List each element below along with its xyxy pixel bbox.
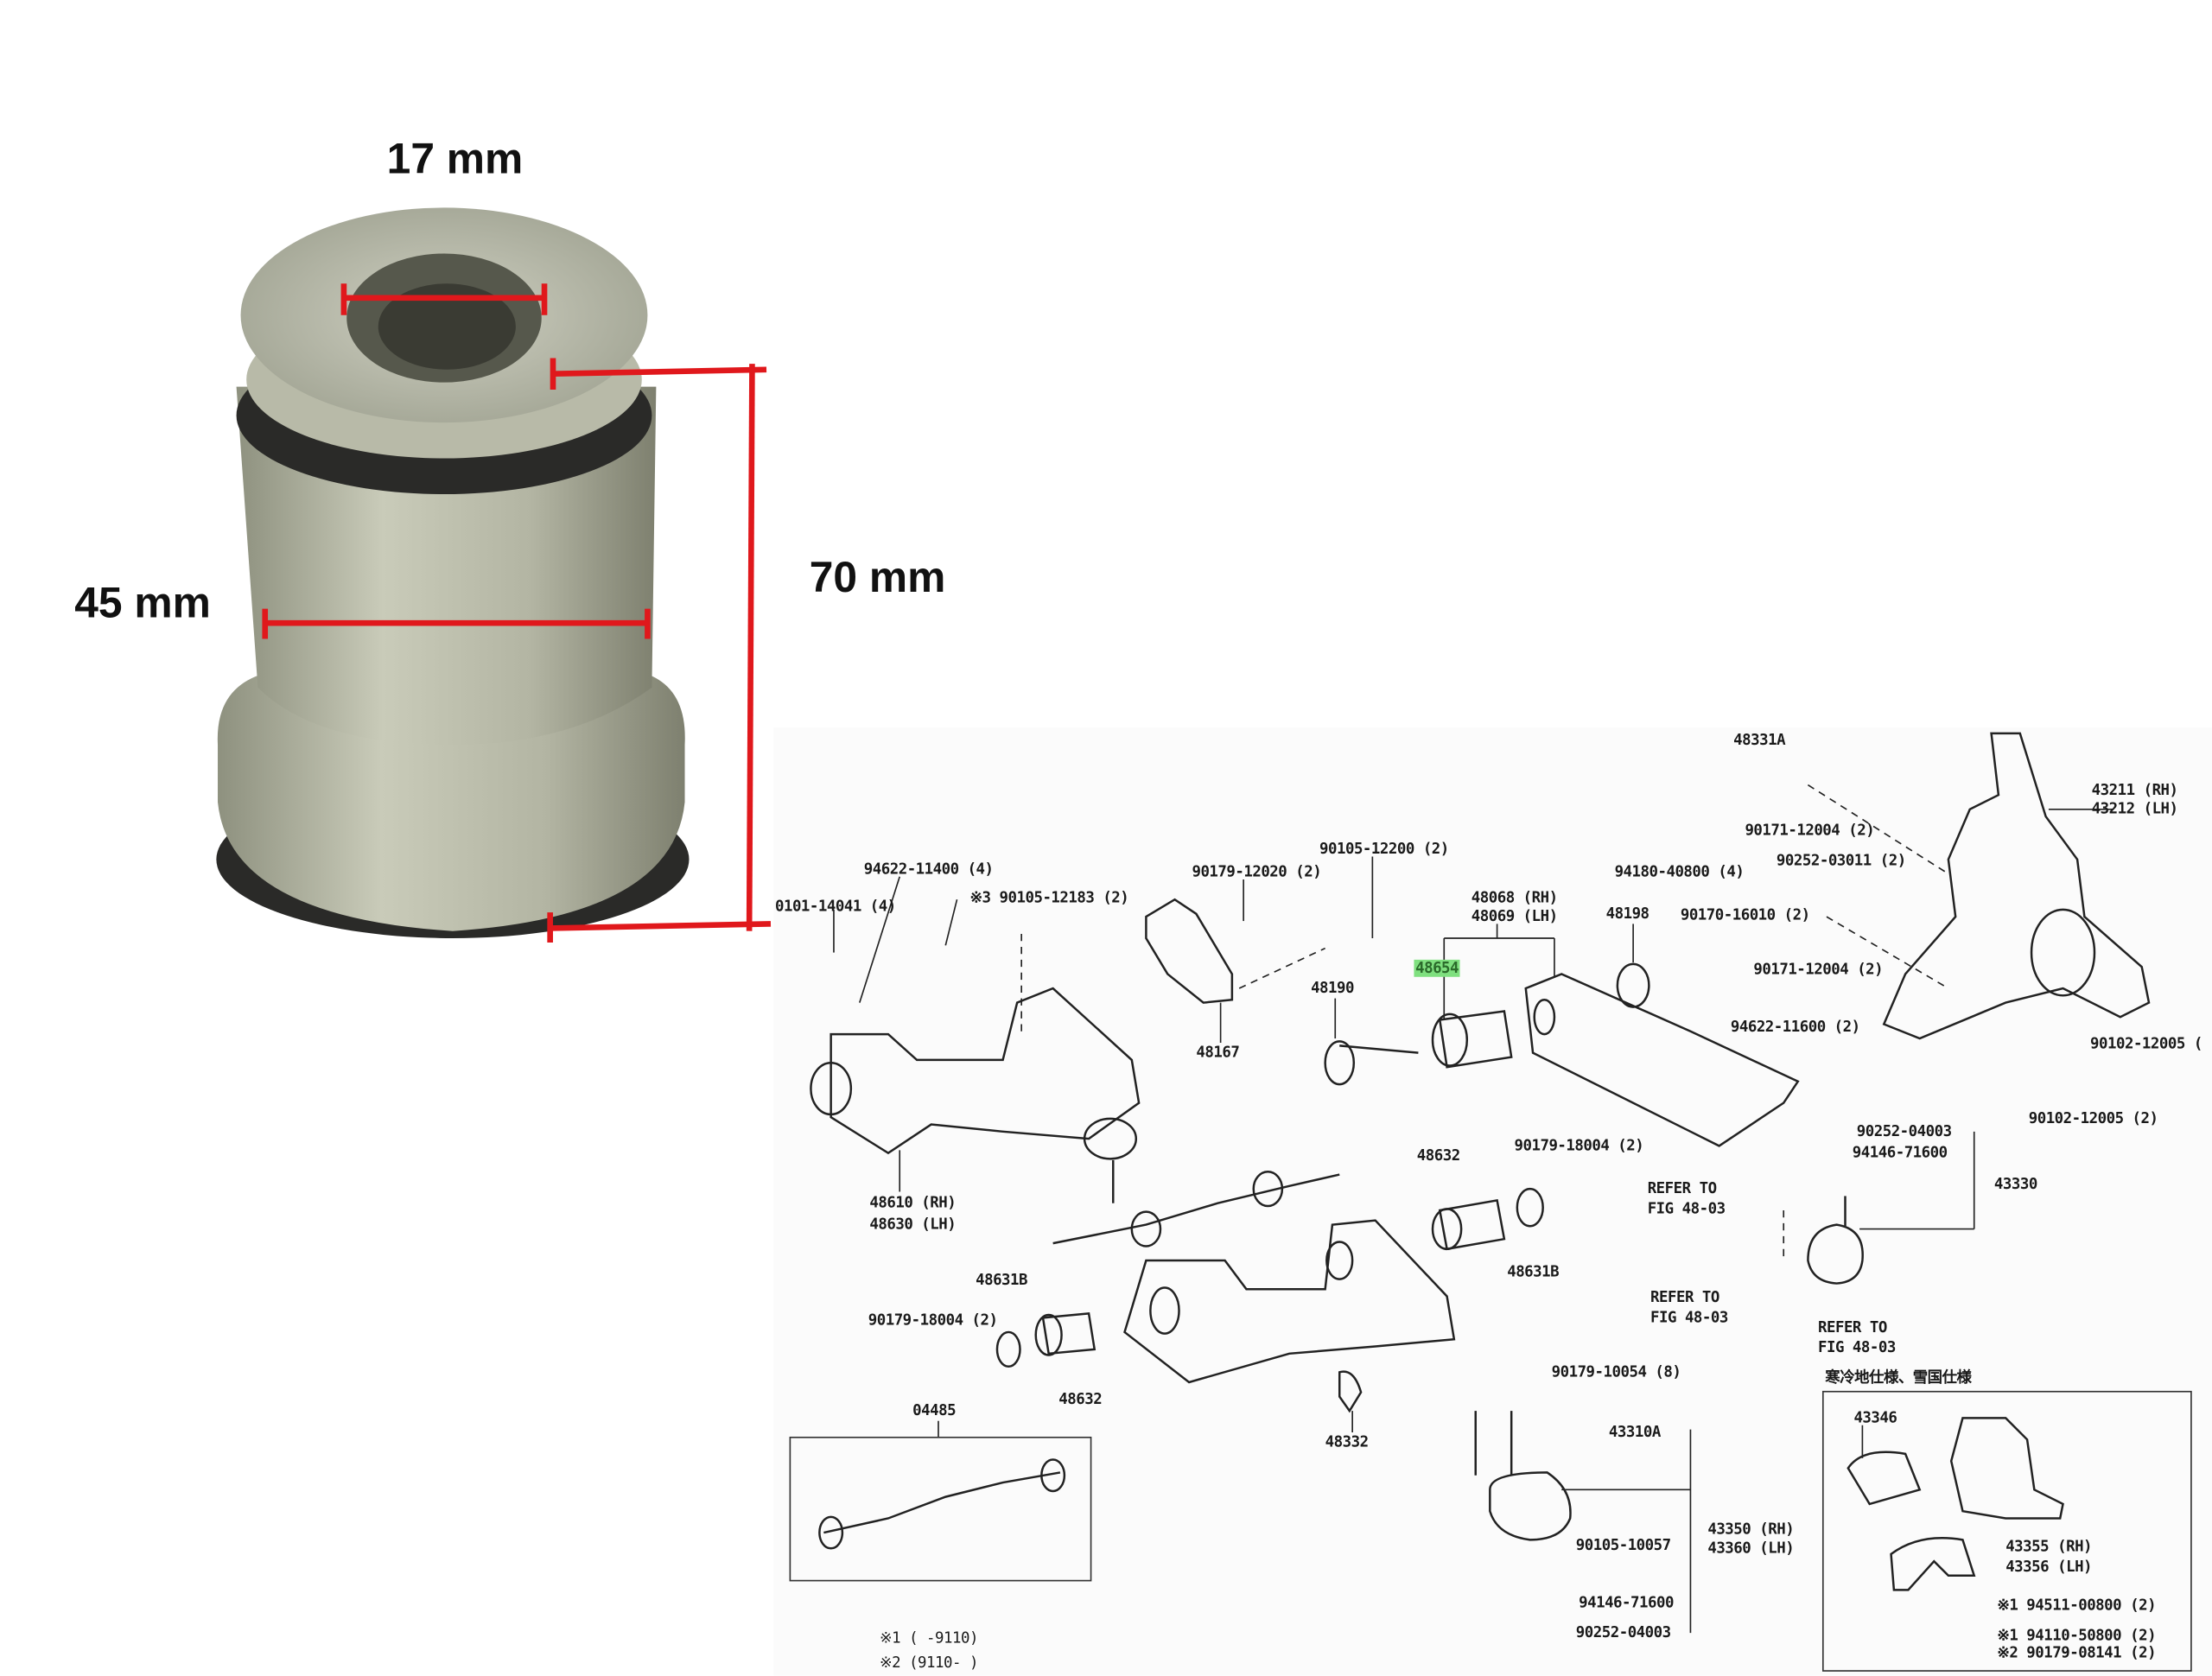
part-label: 43330: [1993, 1176, 2037, 1194]
part-label: 48332: [1325, 1433, 1369, 1451]
measure-lines: [262, 283, 772, 943]
part-label: ※2 90179-08141 (2): [1997, 1644, 2157, 1662]
part-label: 43212 (LH): [2091, 800, 2178, 818]
reference-label: FIG 48-03: [1650, 1309, 1728, 1327]
part-label: 94146-71600: [1852, 1144, 1948, 1162]
upper-control-arm: [830, 987, 1141, 1155]
footnote: ※2 (9110- ): [880, 1654, 978, 1672]
bushing-bore-inner: [378, 283, 516, 370]
bolt-48190: [1339, 1044, 1419, 1054]
part-label: 94622-11400 (4): [863, 860, 994, 879]
part-label: 90171-12004 (2): [1753, 961, 1884, 979]
spacer-43346: [1847, 1451, 1922, 1506]
part-label: 48069 (LH): [1471, 908, 1558, 926]
bushing-flange: [217, 673, 685, 931]
bushing-48632: [1438, 1198, 1506, 1251]
part-label: 48167: [1196, 1044, 1240, 1062]
part-label: 90170-16010 (2): [1680, 906, 1810, 924]
part-label: 48190: [1311, 980, 1354, 997]
part-label: 48631B: [976, 1272, 1028, 1290]
part-label: 90252-04003: [1575, 1624, 1671, 1642]
height-label: 70 mm: [809, 554, 946, 602]
ball-joint-43350: [1489, 1471, 1572, 1541]
washer-48198: [1616, 962, 1650, 1008]
part-label: 94622-11600 (2): [1730, 1018, 1860, 1036]
lower-control-arm: [1123, 1219, 1456, 1384]
bushing-photo: [216, 207, 772, 943]
part-label: 90105-12200 (2): [1319, 841, 1449, 859]
bushing-48632-lower: [1041, 1312, 1096, 1355]
part-label: 48068 (RH): [1471, 889, 1558, 907]
part-label: 48631B: [1507, 1263, 1560, 1281]
reference-label: FIG 48-03: [1647, 1200, 1726, 1218]
part-label: 94180-40800 (4): [1614, 863, 1745, 881]
part-label: 90105-10057: [1575, 1537, 1671, 1554]
reference-label: FIG 48-03: [1818, 1339, 1896, 1357]
part-label: ※1 94110-50800 (2): [1997, 1627, 2157, 1645]
outer-diameter-label: 45 mm: [74, 580, 211, 628]
part-label: 43211 (RH): [2091, 782, 2178, 800]
part-label: 48630 (LH): [869, 1216, 957, 1234]
bushing-48654: [1438, 1010, 1513, 1069]
highlighted-part-label: 48654: [1414, 959, 1460, 977]
reference-label: REFER TO: [1818, 1319, 1887, 1336]
part-label: 43350 (RH): [1707, 1520, 1795, 1539]
strut-bar: [1524, 973, 1800, 1147]
part-label: 43356 (LH): [2005, 1558, 2093, 1576]
part-label: ※1 94511-00800 (2): [1997, 1597, 2157, 1615]
part-label: 90102-12005 (2): [2028, 1109, 2158, 1127]
bracket-48167: [1145, 898, 1234, 1004]
reference-label: REFER TO: [1647, 1180, 1717, 1198]
part-label: 90252-04003: [1856, 1122, 1952, 1140]
part-label: 48632: [1416, 1147, 1460, 1165]
part-label: 43310A: [1608, 1424, 1661, 1441]
part-label: 48331A: [1733, 732, 1786, 750]
part-label: 90252-03011 (2): [1776, 852, 1906, 870]
part-label: 48632: [1058, 1390, 1103, 1408]
part-label: 90171-12004 (2): [1745, 822, 1875, 840]
upper-arm-shaft: [1052, 1173, 1340, 1245]
part-label: 90102-12005 (: [2090, 1035, 2202, 1053]
part-label: 43346: [1853, 1409, 1897, 1427]
part-label: 94146-71600: [1579, 1594, 1674, 1612]
shaft-kit-04485: [823, 1471, 1061, 1534]
reference-label: REFER TO: [1650, 1289, 1719, 1307]
footnote: ※1 ( -9110): [880, 1629, 978, 1647]
part-label: 90179-18004 (2): [1514, 1137, 1644, 1155]
ball-joint-43330: [1807, 1223, 1864, 1285]
part-label: 90179-18004 (2): [868, 1311, 998, 1330]
knuckle-detail: [1949, 1417, 2064, 1520]
shaft-kit-box: [789, 1436, 1092, 1582]
part-label: 0101-14041 (4): [774, 898, 896, 916]
knuckle-43355: [1890, 1537, 1976, 1591]
part-label: 90179-10054 (8): [1551, 1363, 1681, 1381]
assembly-dashed-lines: [1020, 784, 1949, 1261]
part-label: 48610 (RH): [869, 1194, 957, 1212]
part-label: 48198: [1605, 905, 1649, 923]
part-label: 43360 (LH): [1707, 1540, 1795, 1558]
part-label: ※3 90105-12183 (2): [969, 889, 1129, 907]
leader-lines: [833, 808, 2113, 1634]
part-label: 04485: [912, 1402, 957, 1420]
inner-diameter-label: 17 mm: [386, 136, 524, 184]
part-label: 90179-12020 (2): [1192, 863, 1322, 881]
steering-knuckle: [1882, 732, 2151, 1040]
part-label: 43355 (RH): [2005, 1538, 2093, 1556]
spec-note: 寒冷地仕様、雪国仕様: [1825, 1369, 1972, 1387]
